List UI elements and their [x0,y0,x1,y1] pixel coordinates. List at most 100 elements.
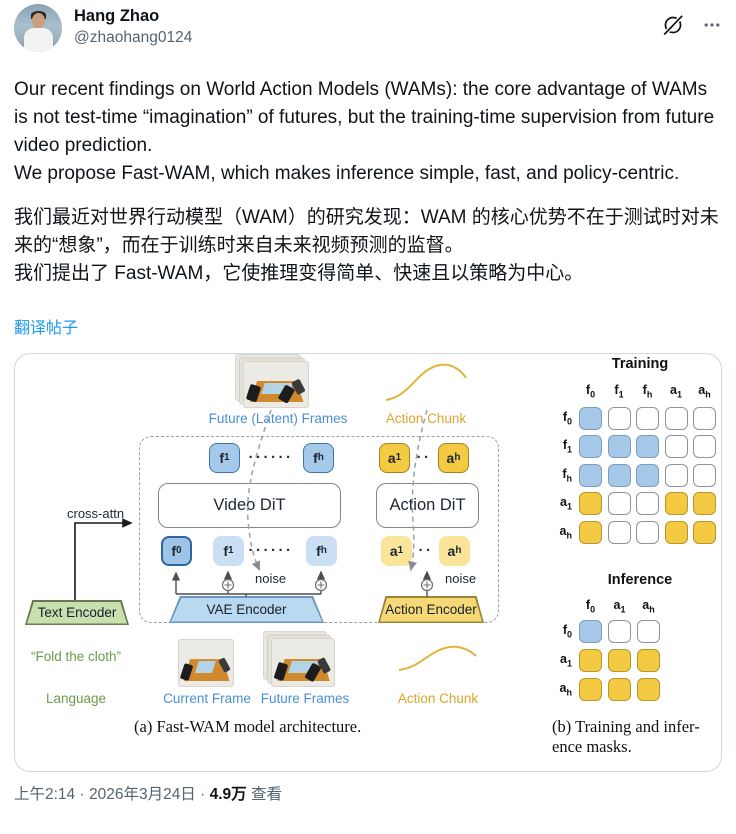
meta-separator: · [200,786,206,803]
inference-row-header: f0 [562,623,572,640]
training-mask-cell [636,492,659,516]
tweet-header: Hang Zhao @zhaohang0124 [14,4,722,54]
caption-a: (a) Fast-WAM model architecture. [134,717,362,736]
training-mask-cell [579,520,602,544]
ellipsis-dots: ·· [418,542,434,559]
training-mask-cell [693,492,716,516]
training-row-header: a1 [560,495,572,512]
tweet-time: 上午2:14 [14,786,76,803]
training-col-header: f0 [585,383,596,400]
meta-separator: · [79,786,85,803]
training-mask-cell [607,407,631,430]
language-label: Language [45,691,107,706]
tweet-text-english: Our recent findings on World Action Mode… [14,79,715,184]
grok-icon[interactable] [662,14,684,36]
avatar-figure [24,28,53,52]
tweet-meta: 上午2:14 · 2026年3月24日 · 4.9万 查看 [14,782,722,804]
inference-col-header: f0 [585,598,596,615]
translate-post-link[interactable]: 翻译帖子 [14,320,79,337]
future-frames-photo [263,631,335,687]
author-handle[interactable]: @zhaohang0124 [74,29,193,46]
text-encoder-block: Text Encoder [25,600,129,625]
tweet-detail: Hang Zhao @zhaohang0124 Our recent findi [14,4,722,804]
training-mask-cell [664,492,688,516]
ellipsis-dots: ·· [416,449,432,466]
training-mask-cell [579,435,602,459]
inference-row-header: ah [559,681,572,698]
training-mask-cell [636,520,659,544]
training-mask-cell [636,463,659,487]
inference-mask-cell [579,649,602,672]
training-mask-cell [664,435,688,459]
training-row-header: f0 [562,410,572,427]
training-row-header: f1 [562,438,572,455]
future-frames-label: Future Frames [260,691,350,706]
action-dit-box: Action DiT [376,483,479,528]
future-latent-frames-photo [235,354,309,408]
header-actions [662,14,722,36]
action-chunk-curve-top [385,363,467,401]
training-mask-cell [579,463,602,487]
noise-label-action: noise [445,571,477,586]
inference-mask-cell [579,620,602,643]
cross-attn-label: cross-attn [67,506,125,521]
inference-col-header: a1 [613,598,626,615]
tweet-date: 2026年3月24日 [88,786,196,803]
video-dit-box: Video DiT [158,483,341,528]
inference-mask-cell [608,620,631,643]
more-icon[interactable] [702,15,722,35]
training-row-header: ah [559,523,572,541]
training-mask-cell [664,463,688,487]
inference-mask-cell [637,678,660,701]
training-mask-cell [607,520,631,544]
tweet-text-chinese: 我们最近对世界行动模型（WAM）的研究发现：WAM 的核心优势不在于测试时对未来… [14,207,719,284]
views-count: 4.9万 [209,786,247,803]
inference-mask-cell [637,620,660,643]
avatar-figure [32,13,45,28]
action-chunk-label-top: Action Chunk [385,411,467,426]
action-chunk-label-bottom: Action Chunk [397,691,479,706]
avatar[interactable] [14,4,62,52]
author-names: Hang Zhao @zhaohang0124 [74,4,192,48]
future-latent-frames-label: Future (Latent) Frames [208,411,348,426]
current-frame-label: Current Frame [163,691,251,706]
language-prompt-label: “Fold the cloth” [30,649,122,664]
action-encoder-block: Action Encoder [378,596,484,623]
noise-label-video: noise [255,571,287,586]
current-frame-photo [178,639,234,687]
training-col-header: fh [642,383,653,400]
training-mask-cell [693,435,716,459]
author-name[interactable]: Hang Zhao [74,7,160,25]
training-mask-cell [664,520,688,544]
training-mask-cell [636,435,659,459]
training-mask-cell [693,407,716,430]
inference-mask-cell [579,678,602,701]
inference-mask-cell [608,649,631,672]
training-mask-cell [607,435,631,459]
training-mask-cell [579,407,602,430]
ellipsis-dots: ······ [248,542,294,559]
training-mask-cell [636,407,659,430]
training-title: Training [611,356,669,372]
vae-encoder-block: VAE Encoder [169,596,324,623]
inference-row-header: a1 [560,652,572,669]
training-mask-cell [664,407,688,430]
action-chunk-curve-bottom [398,645,477,671]
inference-title: Inference [607,572,673,588]
training-mask-cell [607,463,631,487]
training-col-header: ah [698,383,711,400]
inference-col-header: ah [642,598,655,615]
training-mask-cell [607,492,631,516]
training-col-header: f1 [614,383,624,400]
training-mask-cell [693,520,716,544]
